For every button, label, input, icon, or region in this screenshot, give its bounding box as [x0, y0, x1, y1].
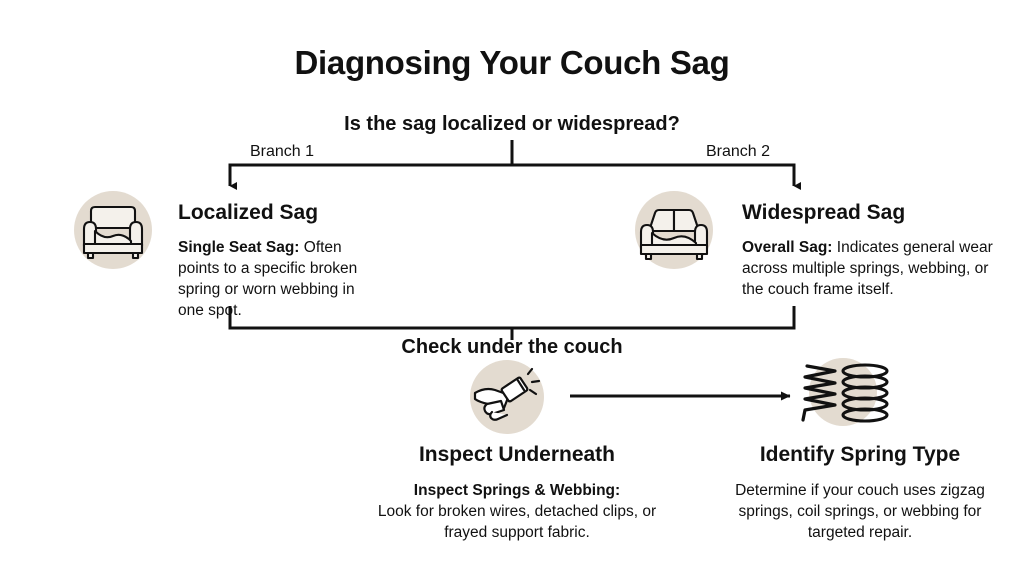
sofa-glyph [639, 208, 709, 261]
step-2-body: Determine if your couch uses zigzag spri… [710, 480, 1010, 543]
decision-question: Is the sag localized or widespread? [344, 113, 680, 135]
sofa-icon [635, 191, 713, 269]
branch-1-body-text: Often points to a specific broken spring… [178, 239, 358, 319]
branch-1-body: Single Seat Sag: Often points to a speci… [178, 237, 374, 321]
branch-2-body: Overall Sag: Indicates general wear acro… [742, 237, 1010, 300]
springs-icon [795, 358, 891, 434]
branch-2-body-text: Indicates general wear across multiple s… [742, 239, 993, 298]
flashlight-hand-icon [470, 360, 544, 434]
springs-glyph [801, 363, 889, 423]
branch-2-label: Branch 2 [706, 143, 771, 160]
armchair-glyph [82, 205, 144, 260]
branch-1-label: Branch 1 [250, 143, 315, 160]
step-1-title: Inspect Underneath [418, 443, 616, 466]
merge-title: Check under the couch [401, 336, 623, 358]
step-1-body-text: Look for broken wires, detached clips, o… [377, 503, 657, 541]
branch-1-title: Localized Sag [178, 201, 319, 224]
page-title: Diagnosing Your Couch Sag [294, 44, 730, 81]
branch-1-body-lead: Single Seat Sag: [178, 239, 300, 256]
branch-2-title: Widespread Sag [742, 201, 906, 224]
step-1-body: Inspect Springs & Webbing: Look for brok… [357, 480, 677, 543]
branch-2-body-lead: Overall Sag: [742, 239, 833, 256]
step-2-body-text: Determine if your couch uses zigzag spri… [735, 482, 985, 541]
flashlight-hand-glyph [473, 367, 541, 421]
armchair-icon [74, 191, 152, 269]
step-2-title: Identify Spring Type [759, 443, 961, 466]
step-1-body-lead: Inspect Springs & Webbing: [413, 482, 621, 499]
